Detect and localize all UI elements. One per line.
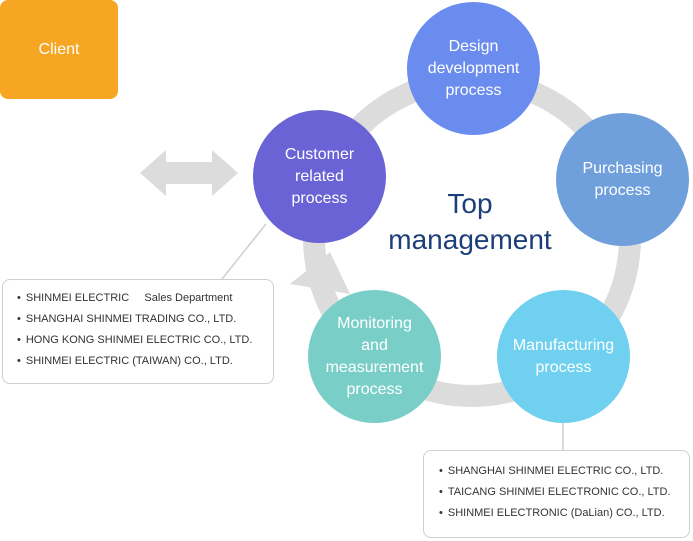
list-item: SHINMEI ELECTRIC (TAIWAN) CO., LTD. [17, 351, 273, 372]
client-customer-double-arrow [140, 150, 238, 196]
list-item: SHINMEI ELECTRONIC (DaLian) CO., LTD. [439, 503, 689, 524]
list-item: SHANGHAI SHINMEI TRADING CO., LTD. [17, 309, 273, 330]
list-item: SHANGHAI SHINMEI ELECTRIC CO., LTD. [439, 461, 689, 482]
purchasing-process-label: Purchasing process [582, 159, 663, 199]
monitoring-process-label: Monitoring and measurement process [325, 314, 424, 398]
design-process-label: Design development process [427, 37, 520, 99]
client-box: Client [0, 0, 118, 99]
list-item: SHINMEI ELECTRIC Sales Department [17, 288, 273, 309]
list-item: HONG KONG SHINMEI ELECTRIC CO., LTD. [17, 330, 273, 351]
customer-process-label: Customer related process [284, 145, 355, 207]
design-process-node: Design development process [407, 2, 540, 135]
cycle-arrowhead [290, 252, 350, 294]
manufacturing-process-node: Manufacturing process [497, 290, 630, 423]
client-label: Client [38, 40, 80, 58]
customer-companies-list: SHINMEI ELECTRIC Sales Department SHANGH… [17, 288, 273, 372]
monitoring-process-node: Monitoring and measurement process [308, 290, 441, 423]
manufacturing-companies-list: SHANGHAI SHINMEI ELECTRIC CO., LTD. TAIC… [439, 461, 689, 524]
top-management-label: Top management [388, 188, 552, 255]
manufacturing-process-label: Manufacturing process [512, 336, 615, 376]
customer-process-node: Customer related process [253, 110, 386, 243]
manufacturing-companies-box: SHANGHAI SHINMEI ELECTRIC CO., LTD. TAIC… [423, 450, 690, 538]
customer-companies-box: SHINMEI ELECTRIC Sales Department SHANGH… [2, 279, 274, 384]
list-item: TAICANG SHINMEI ELECTRONIC CO., LTD. [439, 482, 689, 503]
customer-list-connector [221, 223, 267, 280]
purchasing-process-node: Purchasing process [556, 113, 689, 246]
